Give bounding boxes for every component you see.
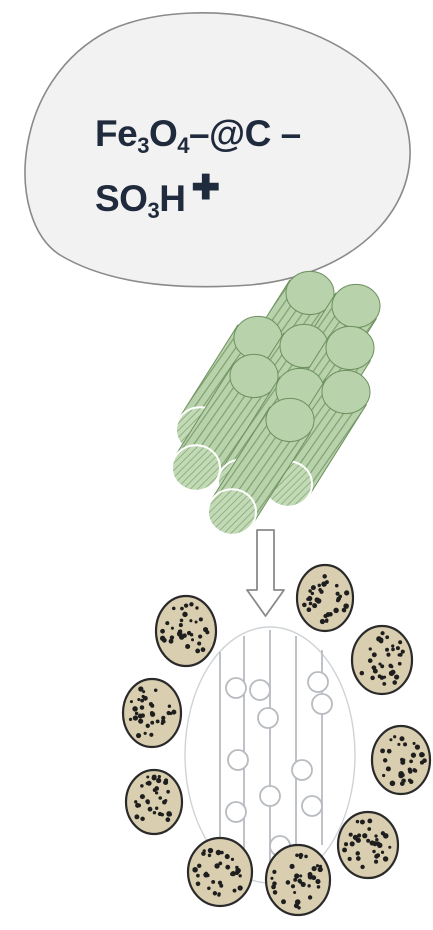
formula-sub-3b: 3 [147,198,159,223]
magnetic-nanoparticle-icon [156,596,216,666]
pore [302,796,322,816]
pore [228,750,248,770]
magnetic-nanoparticle-icon [188,838,252,906]
carbon-fiber-bundle-icon [172,271,380,534]
magnetic-nanoparticle-icon [297,565,353,631]
pore [226,678,246,698]
down-arrow-icon [247,530,284,616]
pore [312,694,332,714]
formula-so: SO [95,178,147,219]
formula-sub-3: 3 [137,133,149,158]
formula-line-1: Fe3O4–@C – [95,113,301,155]
magnetic-nanoparticle-icon [266,845,330,915]
formula-o: O [149,113,177,154]
magnetic-nanoparticle-icon [126,770,182,834]
magnetic-nanoparticle-icon [338,812,398,878]
plus-icon: ✚ [191,169,219,207]
pore [260,786,280,806]
formula-sub-4: 4 [177,133,189,158]
pore [292,760,312,780]
formula-line-2: SO3H✚ [95,178,219,220]
magnetic-nanoparticle-icon [123,679,181,747]
pore [258,708,278,728]
pore [308,672,328,692]
formula-at-c: –@C – [189,113,301,154]
pore [250,680,270,700]
magnetic-nanoparticle-icon [372,726,430,794]
pore [226,802,246,822]
formula-fe: Fe [95,113,137,154]
magnetic-nanoparticle-icon [352,626,412,694]
formula-h: H [159,178,185,219]
